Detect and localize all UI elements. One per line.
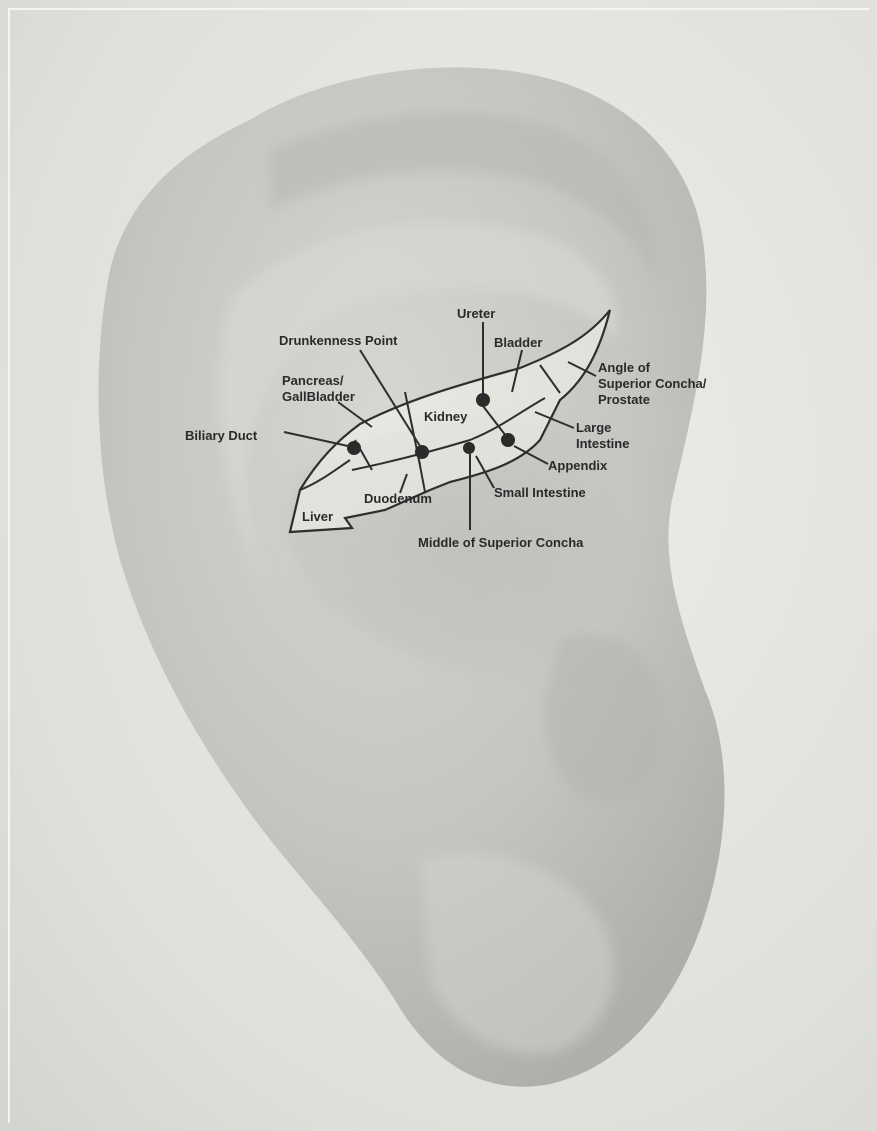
label-biliary-duct: Biliary Duct [185, 428, 258, 443]
label-large-intestine-line2: Intestine [576, 436, 629, 451]
middle-superior-concha-point [463, 442, 475, 454]
label-large-intestine-line1: Large [576, 420, 611, 435]
label-angle-line1: Angle of [598, 360, 651, 375]
label-middle-superior-concha: Middle of Superior Concha [418, 535, 584, 550]
label-ureter: Ureter [457, 306, 495, 321]
label-pancreas-line1: Pancreas/ [282, 373, 344, 388]
label-appendix: Appendix [548, 458, 608, 473]
ureter-point [476, 393, 490, 407]
label-pancreas-line2: GallBladder [282, 389, 355, 404]
label-duodenum: Duodenum [364, 491, 432, 506]
label-angle-line3: Prostate [598, 392, 650, 407]
drunkenness-point-dot [415, 445, 429, 459]
label-kidney: Kidney [424, 409, 468, 424]
biliary-duct-point [347, 441, 361, 455]
label-small-intestine: Small Intestine [494, 485, 586, 500]
label-bladder: Bladder [494, 335, 542, 350]
label-angle-line2: Superior Concha/ [598, 376, 707, 391]
appendix-point [501, 433, 515, 447]
label-liver: Liver [302, 509, 333, 524]
label-drunkenness-point: Drunkenness Point [279, 333, 398, 348]
